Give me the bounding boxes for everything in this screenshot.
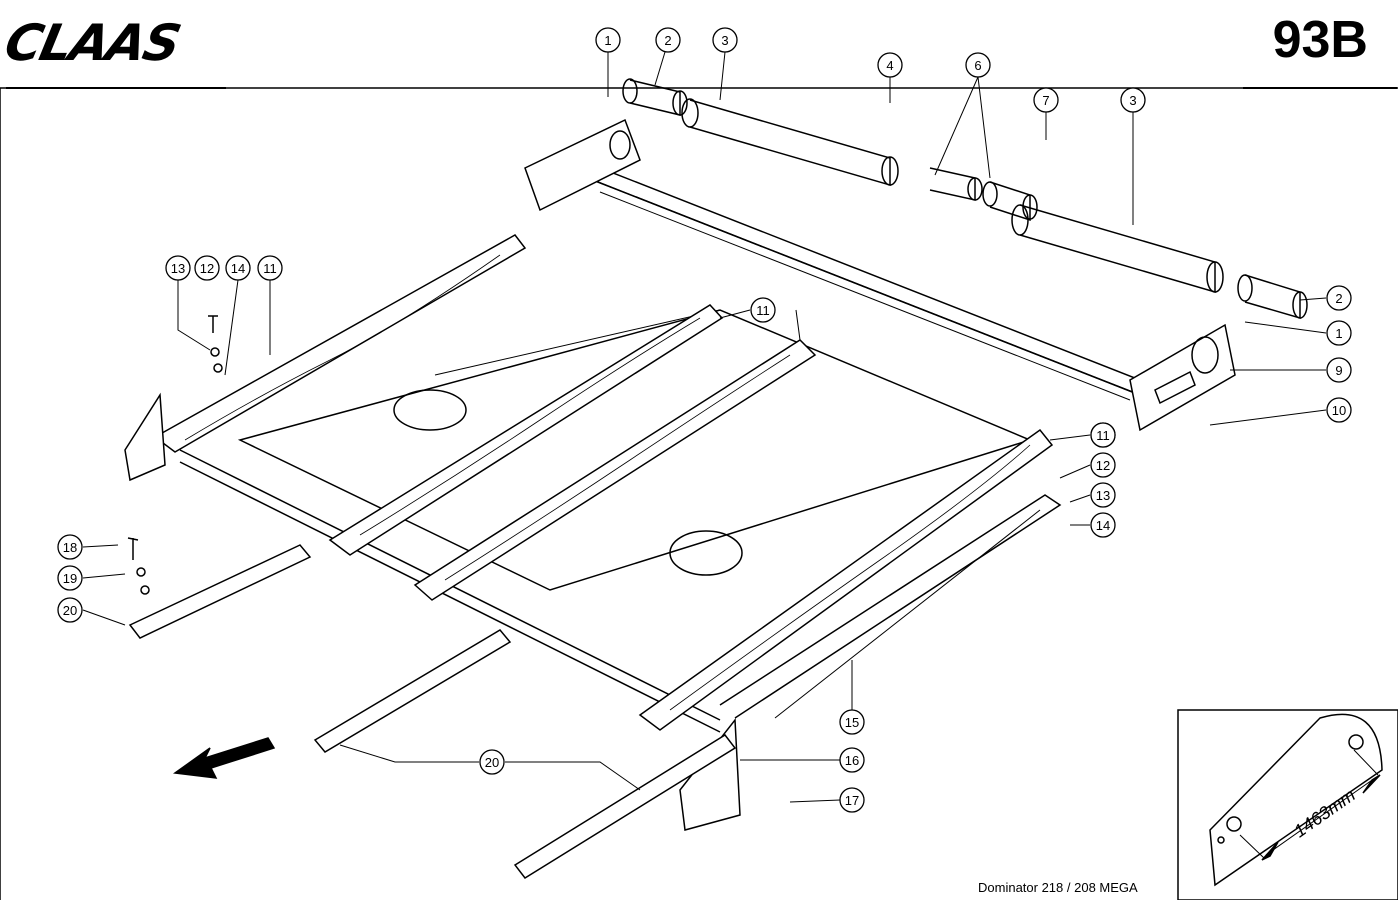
- callout-label: 20: [485, 755, 499, 770]
- callout-4: 4: [877, 52, 903, 78]
- callout-label: 12: [200, 261, 214, 276]
- page-number: 93B: [1272, 11, 1368, 69]
- callout-16: 16: [839, 747, 865, 773]
- callout-9: 9: [1326, 357, 1352, 383]
- tube-2-right: [1237, 274, 1308, 319]
- callout-14: 14: [1090, 512, 1116, 538]
- callout-label: 15: [845, 715, 859, 730]
- flat-bar-20-a: [128, 544, 312, 639]
- callout-11: 11: [750, 297, 776, 323]
- callout-6: 6: [965, 52, 991, 78]
- callout-1: 1: [595, 27, 621, 53]
- callout-13: 13: [165, 255, 191, 281]
- callout-label: 6: [974, 58, 981, 73]
- inset-dimension: 1463mm: [1290, 785, 1359, 842]
- coupling-tubes-6: [929, 167, 1038, 222]
- callout-2: 2: [1326, 285, 1352, 311]
- callout-12: 12: [1090, 452, 1116, 478]
- callout-3: 3: [712, 27, 738, 53]
- panel-hole-left: [393, 389, 467, 431]
- callout-label: 2: [664, 33, 671, 48]
- callout-label: 11: [263, 261, 277, 276]
- callout-label: 4: [886, 58, 893, 73]
- callout-13: 13: [1090, 482, 1116, 508]
- leader-lines: [82, 50, 1327, 803]
- model-caption: Dominator 218 / 208 MEGA: [978, 880, 1138, 895]
- callout-label: 13: [171, 261, 185, 276]
- callout-label: 10: [1332, 403, 1346, 418]
- bolt-18: [127, 537, 139, 560]
- callout-label: 16: [845, 753, 859, 768]
- callout-14: 14: [225, 255, 251, 281]
- callout-11: 11: [257, 255, 283, 281]
- callout-label: 2: [1335, 291, 1342, 306]
- callout-label: 14: [231, 261, 245, 276]
- callout-label: 11: [756, 303, 770, 318]
- callout-label: 13: [1096, 488, 1110, 503]
- callout-label: 7: [1042, 93, 1049, 108]
- panel-hole-right: [669, 530, 743, 576]
- right-end-plate: [1129, 323, 1236, 432]
- tube-2-left: [622, 78, 688, 116]
- left-end-plate: [524, 118, 641, 212]
- callout-10: 10: [1326, 397, 1352, 423]
- callout-label: 17: [845, 793, 859, 808]
- tube-3-left: [681, 98, 899, 186]
- tube-3-right: [1011, 204, 1224, 294]
- callout-11: 11: [1090, 422, 1116, 448]
- callout-label: 3: [1129, 93, 1136, 108]
- callout-label: 11: [1096, 428, 1110, 443]
- side-plate-left: [124, 392, 166, 482]
- callout-2: 2: [655, 27, 681, 53]
- callout-1: 1: [1326, 320, 1352, 346]
- callout-label: 1: [604, 33, 611, 48]
- direction-arrow: [172, 737, 276, 779]
- flat-bar-20-b: [313, 629, 512, 753]
- callout-label: 14: [1096, 518, 1110, 533]
- inset-plate: [1209, 713, 1383, 887]
- side-channel: [719, 494, 1062, 719]
- callout-label: 3: [721, 33, 728, 48]
- callout-17: 17: [839, 787, 865, 813]
- callout-20: 20: [57, 597, 83, 623]
- callout-label: 20: [63, 603, 77, 618]
- callout-label: 12: [1096, 458, 1110, 473]
- wood-grain: [184, 254, 1031, 711]
- callout-label: 9: [1335, 363, 1342, 378]
- callout-label: 18: [63, 540, 77, 555]
- callout-20: 20: [479, 749, 505, 775]
- callout-15: 15: [839, 709, 865, 735]
- callout-12: 12: [194, 255, 220, 281]
- wood-slats: [153, 234, 1054, 731]
- callout-19: 19: [57, 565, 83, 591]
- inset-box: [1177, 709, 1398, 900]
- callout-7: 7: [1033, 87, 1059, 113]
- callout-18: 18: [57, 534, 83, 560]
- callout-label: 1: [1335, 326, 1342, 341]
- flat-bar-20-c: [513, 734, 737, 879]
- callout-3: 3: [1120, 87, 1146, 113]
- callout-label: 19: [63, 571, 77, 586]
